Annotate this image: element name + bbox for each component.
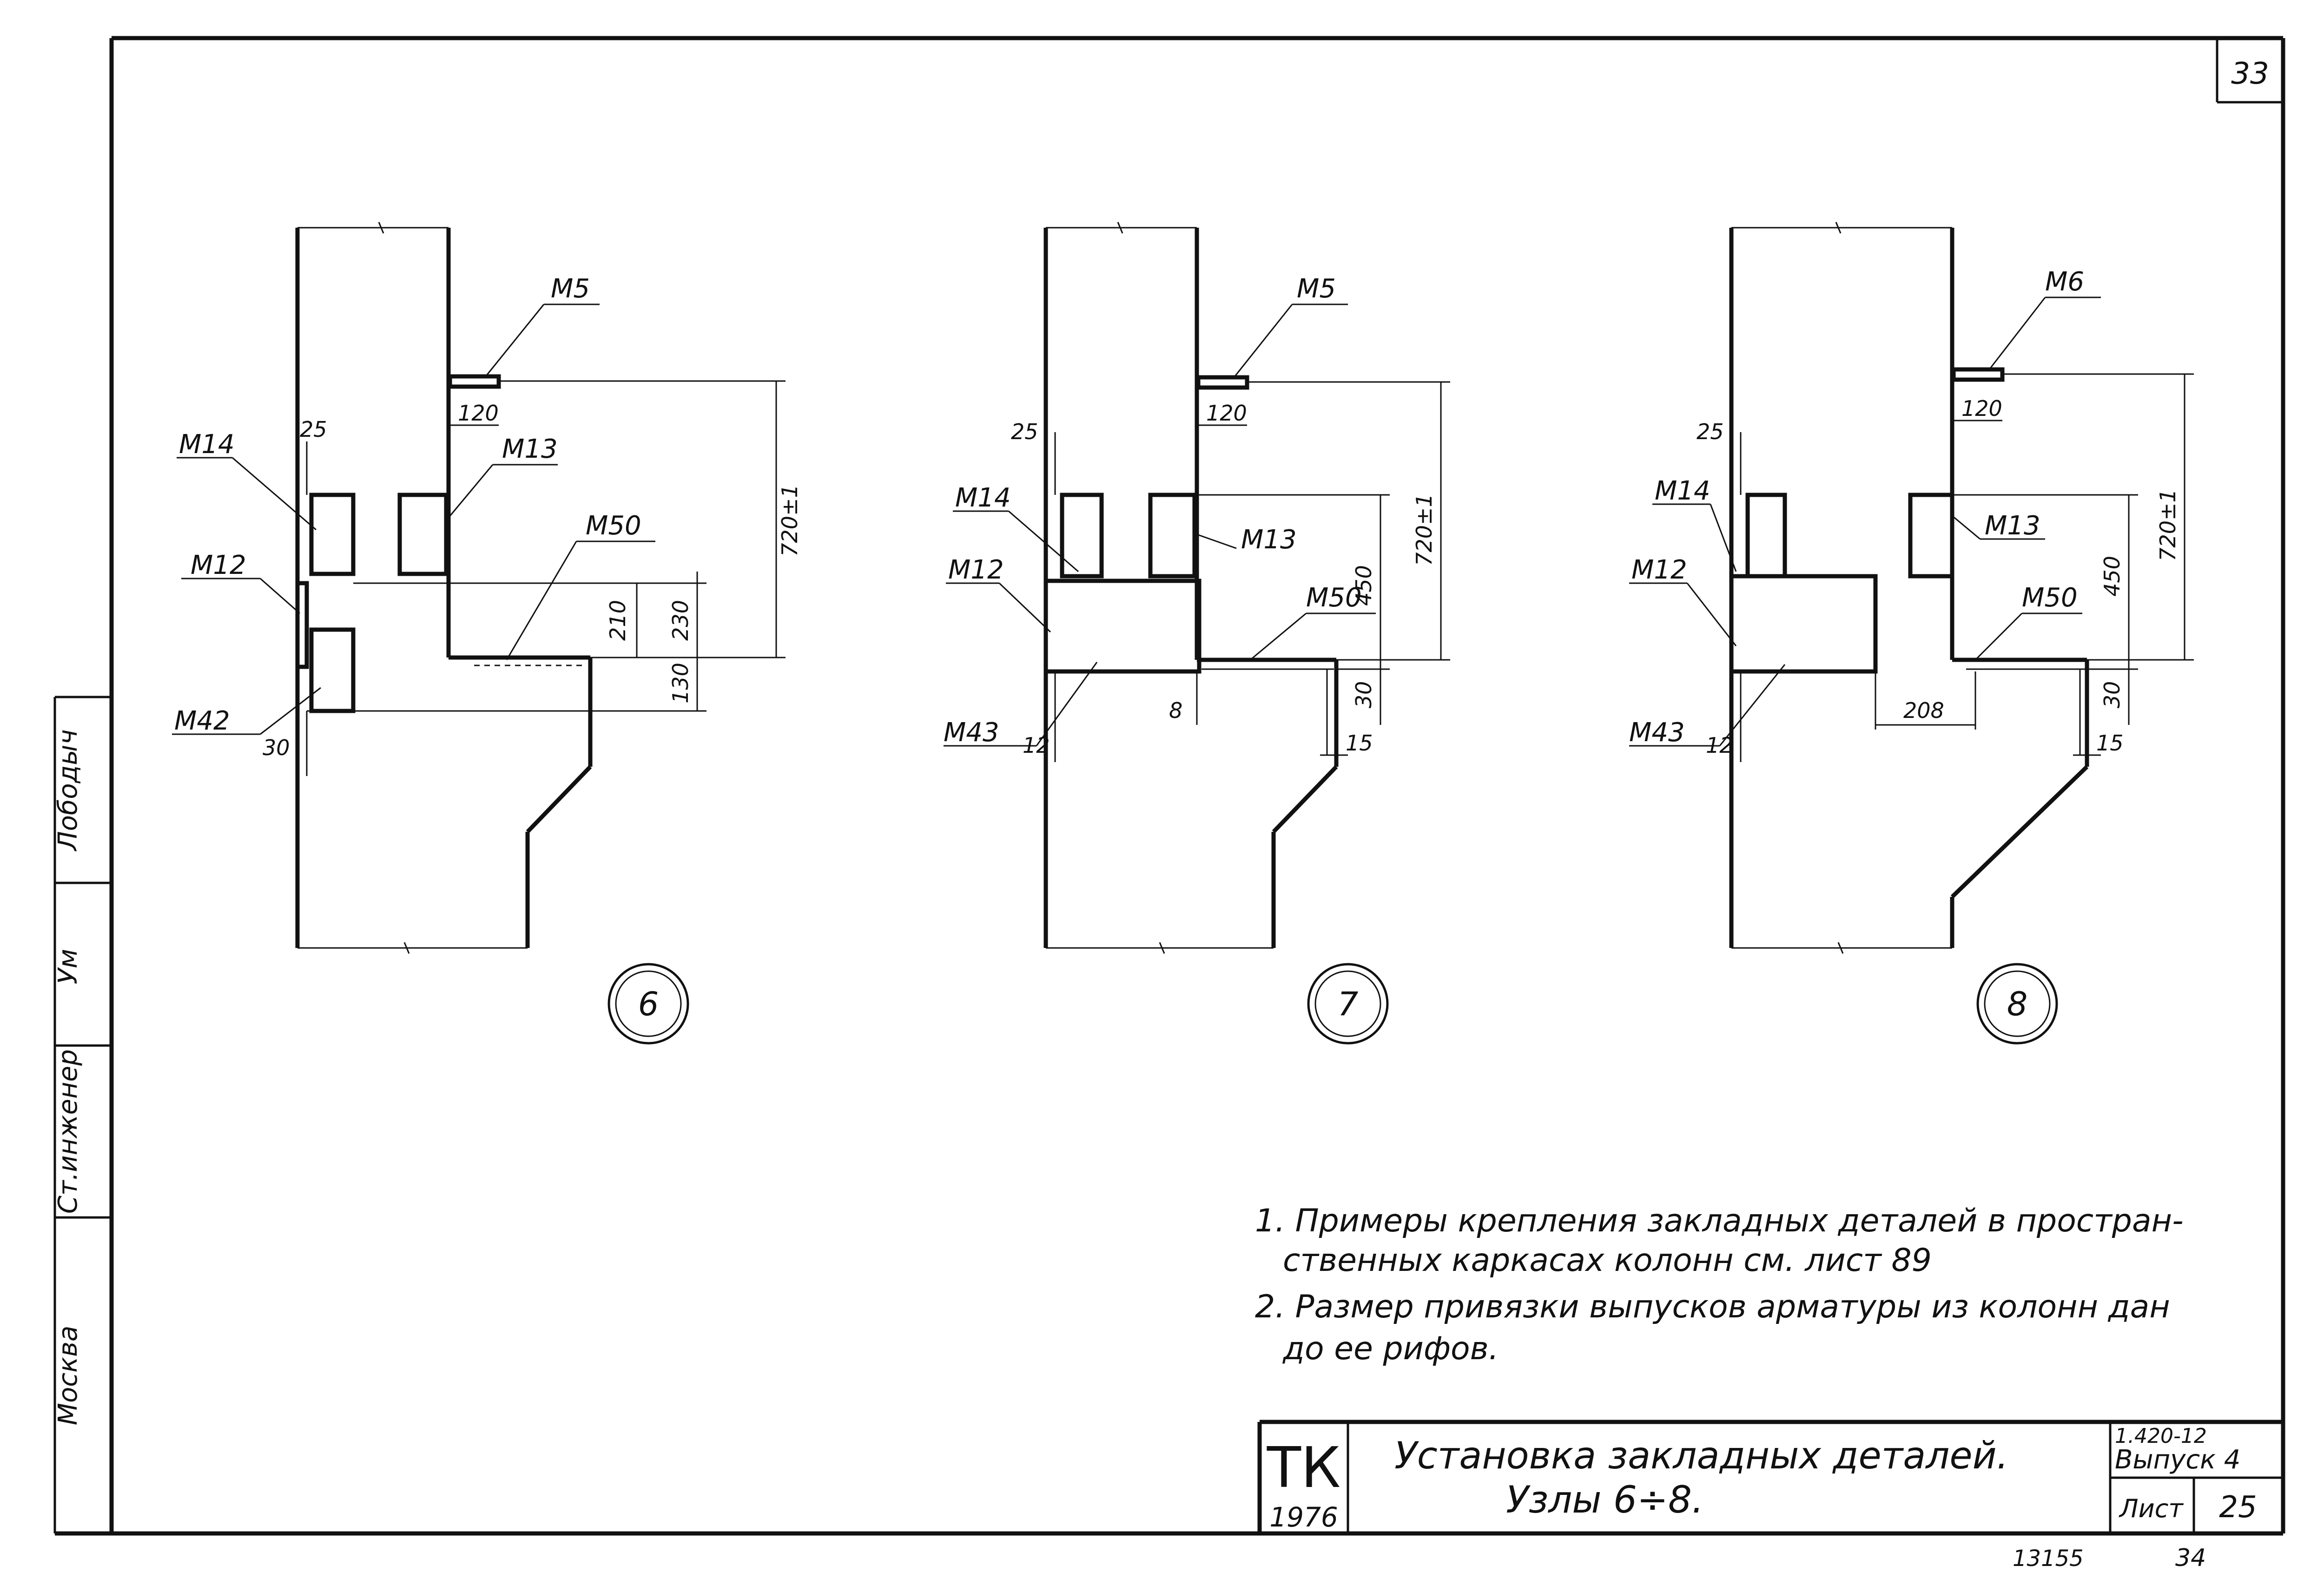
node-7-label-m50: М50 (1306, 583, 1362, 613)
node-8-label-m12: М12 (1631, 555, 1687, 585)
node-6-dim-25: 25 (300, 417, 327, 442)
node-8-dim-120: 120 (1961, 396, 2002, 421)
node-7: М5 М14 М13 М12 М43 М50 25 120 720±1 450 … (944, 222, 1450, 1045)
node-8-dim-30: 30 (2100, 681, 2125, 709)
node-8-dim-15: 15 (2096, 730, 2124, 756)
node-7-label-m12: М12 (948, 555, 1004, 585)
node-7-embedded-parts (1043, 375, 1334, 755)
node-7-dim-25: 25 (1011, 419, 1038, 444)
title-block: ТК 1976 Установка закладных деталей. Узл… (1257, 1420, 2283, 1533)
title-block-year: 1976 (1269, 1501, 1338, 1533)
note-1-line-2: ственных каркасах колонн см. лист 89 (1283, 1242, 1932, 1279)
node-7-label-m13: М13 (1241, 525, 1297, 555)
node-8-embedded-parts (1729, 367, 2087, 755)
node-8: М6 М14 М13 М12 М43 М50 25 120 720±1 450 … (1629, 222, 2194, 1045)
node-8-number: 8 (2007, 985, 2028, 1023)
stamp-role: Ст.инженер (53, 1049, 83, 1214)
title-block-title-line-2: Узлы 6÷8. (1506, 1478, 1703, 1521)
notes: 1. Примеры крепления закладных деталей в… (1255, 1203, 2184, 1367)
node-8-dim-720: 720±1 (2155, 489, 2180, 561)
page-number: 33 (2231, 57, 2269, 91)
page-number-box: 33 (2216, 38, 2283, 104)
note-2-line-2: до ее рифов. (1282, 1330, 1499, 1367)
node-8-dimension-lines (1740, 296, 2194, 762)
node-6-label-m14: М14 (179, 429, 235, 460)
node-6-dim-720: 720±1 (777, 484, 802, 557)
node-6-label-m5: М5 (551, 274, 590, 304)
node-7-label-m43: М43 (944, 717, 999, 748)
node-7-dimension-lines (1054, 303, 1450, 762)
footer: 13155 34 (2013, 1544, 2206, 1572)
side-stamp: Лободыч Ум Ст.инженер Москва (53, 696, 112, 1533)
title-block-issue: Выпуск 4 (2115, 1445, 2240, 1475)
stamp-signature: Ум (53, 949, 83, 984)
stamp-name: Лободыч (53, 729, 83, 851)
node-6: М5 М14 М13 М12 М42 М50 25 120 720±1 210 … (172, 222, 802, 1045)
node-7-dim-8: 8 (1169, 698, 1182, 723)
node-8-marker: 8 (1976, 963, 2058, 1045)
node-8-leaders (1629, 503, 1786, 747)
node-7-dim-15: 15 (1346, 730, 1373, 756)
node-8-dim-208: 208 (1903, 698, 1944, 723)
node-6-dim-120: 120 (458, 401, 499, 426)
node-8-dim-12: 12 (1706, 733, 1733, 758)
node-6-dim-230: 230 (668, 600, 693, 641)
node-7-number: 7 (1338, 985, 1359, 1023)
node-7-label-m14: М14 (955, 483, 1011, 513)
title-block-org: ТК (1267, 1436, 1341, 1500)
node-6-leaders (172, 457, 321, 735)
node-6-dim-30: 30 (263, 735, 290, 760)
footer-order: 13155 (2013, 1546, 2084, 1572)
node-6-label-m13: М13 (502, 434, 558, 464)
node-8-label-m50: М50 (2022, 583, 2078, 613)
footer-page: 34 (2175, 1544, 2206, 1572)
node-8-label-m43: М43 (1629, 717, 1685, 748)
node-6-label-m42: М42 (174, 706, 230, 736)
node-6-column (295, 222, 593, 954)
node-6-dim-210: 210 (605, 600, 630, 641)
node-7-dim-450: 450 (1351, 565, 1376, 606)
node-8-label-m13: М13 (1985, 511, 2040, 541)
title-block-sheet-number: 25 (2219, 1490, 2257, 1525)
node-6-label-m50: М50 (586, 511, 641, 541)
node-7-marker: 7 (1307, 963, 1389, 1045)
node-7-dim-120: 120 (1206, 401, 1247, 426)
node-8-dim-450: 450 (2100, 556, 2125, 597)
title-block-series: 1.420-12 (2115, 1424, 2207, 1448)
node-7-leaders (944, 510, 1098, 747)
node-7-dim-12: 12 (1023, 733, 1050, 758)
node-8-label-m6: М6 (2045, 267, 2084, 297)
node-7-column (1043, 222, 1339, 954)
node-6-dimension-lines (306, 303, 786, 776)
note-2-line-1: 2. Размер привязки выпусков арматуры из … (1255, 1289, 2170, 1325)
node-7-text: М5 М14 М13 М12 М43 М50 25 120 720±1 450 … (944, 274, 1437, 758)
node-6-dim-130: 130 (668, 663, 693, 704)
node-6-label-m12: М12 (191, 550, 246, 580)
stamp-city: Москва (53, 1326, 83, 1426)
node-6-text: М5 М14 М13 М12 М42 М50 25 120 720±1 210 … (174, 274, 802, 760)
node-8-text: М6 М14 М13 М12 М43 М50 25 120 720±1 450 … (1629, 267, 2180, 758)
node-6-marker: 6 (607, 963, 689, 1045)
node-8-dim-25: 25 (1697, 419, 1724, 444)
node-6-embedded-parts (295, 374, 583, 713)
node-8-label-m14: М14 (1655, 476, 1710, 506)
title-block-title-line-1: Установка закладных деталей. (1394, 1434, 2008, 1477)
title-block-sheet-label: Лист (2119, 1494, 2184, 1523)
note-1-line-1: 1. Примеры крепления закладных деталей в… (1255, 1203, 2184, 1239)
node-7-dim-30: 30 (1351, 681, 1376, 709)
node-7-dim-720: 720±1 (1412, 493, 1437, 566)
sheet-frame (55, 36, 2285, 1536)
node-7-label-m5: М5 (1297, 274, 1336, 304)
node-6-number: 6 (638, 985, 659, 1023)
